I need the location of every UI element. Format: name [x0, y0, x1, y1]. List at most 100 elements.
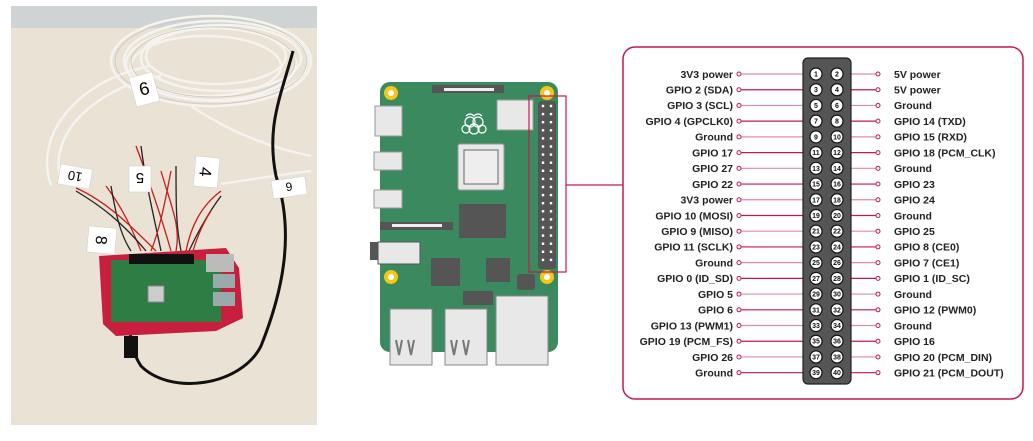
- pin-label: Ground: [894, 100, 932, 112]
- pin-number-badge: 31: [809, 303, 823, 317]
- pin-label: GPIO 23: [894, 179, 935, 191]
- gpio-pin-dot: [549, 226, 553, 229]
- pin-row: GPIO 11 (SCLK): [654, 242, 810, 254]
- pin-number: 38: [833, 354, 841, 361]
- pin-terminal-dot: [736, 275, 742, 281]
- micro-hdmi-port-1: [373, 189, 403, 209]
- pin-number: 33: [812, 323, 820, 330]
- pin-number: 6: [835, 103, 839, 110]
- pin-number-badge: 39: [809, 366, 823, 380]
- pin-label: GPIO 18 (PCM_CLK): [894, 147, 996, 159]
- pin-number-badge: 29: [809, 287, 823, 301]
- pin-row: GPIO 26: [692, 352, 810, 364]
- pin-row: Ground: [844, 320, 932, 332]
- pin-number: 26: [833, 260, 841, 267]
- pin-label: GPIO 15 (RXD): [894, 132, 967, 144]
- pin-number-badge: 34: [830, 318, 844, 333]
- pin-terminal-dot: [875, 71, 881, 77]
- pin-number-badge: 36: [830, 334, 844, 348]
- gpio-pin-dot: [549, 161, 553, 164]
- pin-number-badge: 17: [809, 193, 823, 207]
- pin-number-badge: 8: [830, 114, 844, 128]
- pin-terminal-dot: [736, 370, 742, 376]
- gpio-pin-dot: [541, 242, 545, 245]
- pin-terminal-dot: [736, 338, 742, 344]
- pin-label: GPIO 3 (SCL): [667, 100, 733, 112]
- gpio-pin-dot: [541, 177, 545, 181]
- pin-row: GPIO 5: [698, 289, 810, 301]
- pin-row: GPIO 21 (PCM_DOUT): [844, 367, 1004, 379]
- pin-number-badge: 7: [809, 114, 823, 128]
- pin-terminal-dot: [875, 338, 881, 344]
- pin-number-badge: 37: [809, 350, 823, 364]
- pin-label: Ground: [894, 320, 932, 332]
- pin-terminal-dot: [875, 307, 881, 313]
- gpio-pin-dot: [549, 210, 553, 213]
- pin-label: GPIO 20 (PCM_DIN): [894, 352, 992, 364]
- gpio-pin-dot: [549, 242, 553, 245]
- pin-row: GPIO 22: [692, 179, 810, 191]
- pin-label: GPIO 24: [894, 195, 935, 207]
- gpio-pin-dot: [541, 185, 545, 189]
- pin-row: GPIO 12 (PWM0): [844, 305, 976, 317]
- pin-number-badge: 11: [809, 146, 823, 160]
- pin-number-badge: 40: [830, 366, 844, 380]
- pin-terminal-dot: [736, 244, 742, 250]
- pin-terminal-dot: [875, 102, 881, 108]
- pin-label: GPIO 9 (MISO): [661, 226, 733, 238]
- ram-chip: [459, 204, 506, 238]
- pin-number: 35: [812, 339, 820, 346]
- pin-terminal-dot: [736, 291, 742, 297]
- pin-row: Ground: [695, 132, 810, 144]
- pin-number: 10: [833, 134, 841, 141]
- gpio-pin-dot: [549, 202, 553, 205]
- pi-case: [99, 248, 243, 358]
- pin-number-badge: 2: [830, 67, 844, 81]
- gpio-pin-dot: [549, 153, 553, 156]
- audio-jack-body: [377, 241, 421, 265]
- pin-terminal-dot: [736, 118, 742, 124]
- gpio-pin-dot: [549, 193, 553, 197]
- gpio-pin-dot: [549, 104, 553, 108]
- pin-label: Ground: [894, 210, 932, 222]
- gpio-pin-dot: [541, 202, 545, 205]
- pin-number: 12: [833, 150, 841, 157]
- cable-tag-label: 10: [67, 167, 84, 184]
- cable-tag-label: 6: [284, 179, 293, 194]
- pin-number: 8: [835, 119, 839, 126]
- cable-tag-label: 5: [136, 169, 144, 186]
- pin-terminal-dot: [736, 228, 742, 234]
- cable-coil: [45, 14, 313, 187]
- pin-label: GPIO 10 (MOSI): [655, 210, 733, 222]
- pin-terminal-dot: [875, 228, 881, 234]
- poe-header: [517, 274, 535, 290]
- cable-tag-label: 9: [137, 77, 152, 99]
- pin-number: 40: [833, 370, 841, 377]
- gpio-header-pins: [541, 104, 553, 262]
- pin-terminal-dot: [875, 260, 881, 266]
- pin-label: GPIO 17: [692, 147, 733, 159]
- soc-die: [463, 149, 499, 185]
- pin-number: 17: [812, 197, 820, 204]
- gpio-pin-dot: [549, 112, 553, 116]
- gpio-pin-dot: [549, 177, 553, 181]
- pin-row: GPIO 8 (CE0): [844, 242, 959, 254]
- gpio-pin-dot: [541, 169, 545, 172]
- pi-board-photo: [111, 260, 221, 322]
- pin-terminal-dot: [736, 102, 742, 108]
- pin-number-badge: 15: [809, 177, 823, 191]
- pin-label: GPIO 1 (ID_SC): [894, 273, 970, 285]
- pin-number: 21: [812, 229, 820, 236]
- pin-number: 24: [833, 244, 841, 251]
- pin-terminal-dot: [875, 118, 881, 124]
- gpio-pin-dot: [541, 226, 545, 229]
- pin-terminal-dot: [875, 197, 881, 203]
- pin-number: 29: [812, 292, 820, 299]
- pin-label: GPIO 16: [894, 336, 935, 348]
- pin-number-badge: 20: [830, 208, 844, 223]
- usb-controller-chip: [431, 258, 460, 286]
- pin-label: 3V3 power: [680, 69, 733, 81]
- pin-terminal-dot: [736, 212, 742, 218]
- pin-row: GPIO 13 (PWM1): [651, 320, 810, 332]
